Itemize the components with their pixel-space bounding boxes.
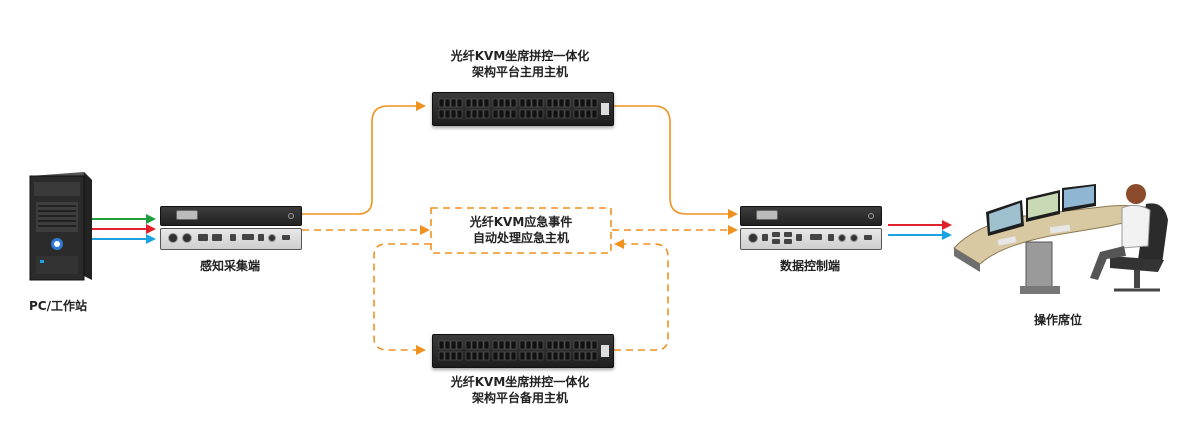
collector-label: 感知采集端	[199, 259, 260, 273]
backup-host-label-line2: 架构平台备用主机	[471, 391, 568, 405]
backup-host-switch-icon	[432, 334, 614, 368]
operator-desk-icon	[950, 160, 1176, 300]
backup-host-label-line1: 光纤KVM坐席拼控一体化	[450, 375, 590, 389]
main-host-switch-icon	[432, 92, 614, 126]
controller-label: 数据控制端	[779, 259, 840, 273]
emergency-host-label-line1: 光纤KVM应急事件	[469, 215, 573, 229]
seat-label: 操作席位	[1033, 313, 1082, 327]
main-link-up	[302, 101, 426, 215]
emergency-host-label-line2: 自动处理应急主机	[472, 231, 569, 245]
backup-link-up	[614, 239, 669, 351]
collector-extender-icon	[160, 206, 302, 250]
main-link-down	[614, 105, 738, 219]
pc-label: PC/工作站	[29, 299, 87, 313]
main-host-label-line2: 架构平台主用主机	[471, 65, 568, 79]
controller-extender-icon	[740, 206, 882, 250]
emergency-host-frame	[430, 207, 612, 254]
backup-link-down	[373, 243, 431, 355]
main-host-label-line1: 光纤KVM坐席拼控一体化	[450, 49, 590, 63]
pc-tower-icon	[22, 172, 94, 284]
